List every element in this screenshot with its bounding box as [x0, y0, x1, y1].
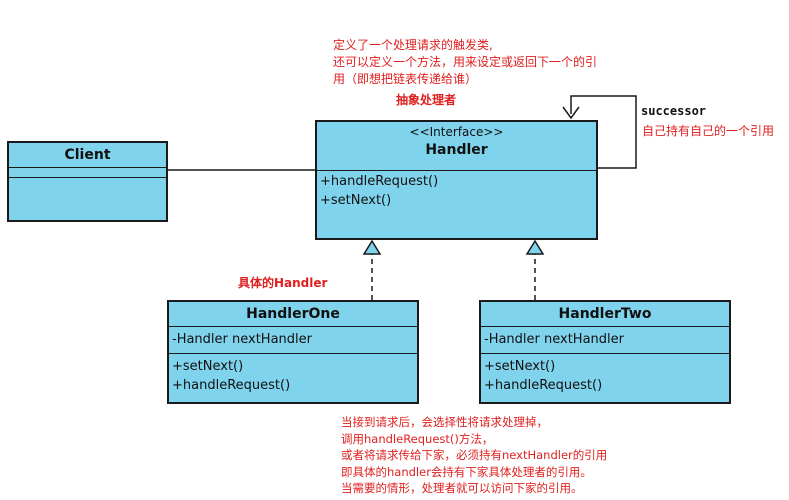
bottom-annotation-line: 当接到请求后，会选择性将请求处理掉，: [341, 415, 548, 429]
handler-one-method-handle-request: +handleRequest(): [172, 378, 291, 393]
handler-methods-section: +handleRequest() +setNext(): [317, 171, 596, 210]
client-name-section: Client: [9, 143, 166, 168]
successor-self-loop: [570, 95, 637, 169]
handler-two-methods-section: +setNext() +handleRequest(): [481, 354, 729, 395]
top-annotation-line: 定义了一个处理请求的触发类,: [333, 38, 493, 52]
top-annotation-line: 还可以定义一个方法，用来设定或返回下一个的引: [333, 55, 598, 69]
handler-two-class-name: HandlerTwo: [558, 306, 652, 322]
handler-name-section: <<Interface>> Handler: [317, 122, 596, 171]
client-methods-section: [9, 178, 166, 218]
handler-two-class[interactable]: HandlerTwo -Handler nextHandler +setNext…: [479, 300, 731, 404]
handler-one-class-name: HandlerOne: [246, 306, 340, 322]
handler-class-name: Handler: [425, 142, 488, 158]
bottom-annotation-line: 调用handleRequest()方法，: [341, 431, 494, 446]
handler-one-name-section: HandlerOne: [169, 302, 417, 327]
concrete-handler-label: 具体的Handler: [238, 276, 328, 290]
successor-arrowhead: [562, 106, 580, 120]
handler-two-method-handle-request: +handleRequest(): [484, 378, 603, 393]
handler-one-attributes-section: -Handler nextHandler: [169, 327, 417, 354]
handler-one-methods-section: +setNext() +handleRequest(): [169, 354, 417, 395]
abstract-handler-label: 抽象处理者: [396, 93, 457, 107]
handler-one-method-set-next: +setNext(): [172, 359, 244, 374]
client-attributes-section: [9, 168, 166, 178]
successor-label: successor: [641, 104, 707, 118]
client-class[interactable]: Client: [7, 141, 168, 222]
handler-stereotype: <<Interface>>: [409, 125, 504, 139]
realization-triangle-two: [525, 239, 545, 255]
top-annotation: 定义了一个处理请求的触发类, 还可以定义一个方法，用来设定或返回下一个的引 用（…: [333, 37, 597, 88]
bottom-annotation-line: 当需要的情形，处理者就可以访问下家的引用。: [341, 481, 583, 495]
handler-one-class[interactable]: HandlerOne -Handler nextHandler +setNext…: [167, 300, 419, 404]
handler-two-method-set-next: +setNext(): [484, 359, 556, 374]
top-annotation-line: 用（即想把链表传递给谁）: [333, 72, 478, 86]
client-class-name: Client: [64, 147, 111, 163]
handler-two-attributes-section: -Handler nextHandler: [481, 327, 729, 354]
realization-triangle-one: [362, 239, 382, 255]
handler-two-name-section: HandlerTwo: [481, 302, 729, 327]
handler-one-attribute: -Handler nextHandler: [172, 332, 312, 347]
bottom-annotation: 当接到请求后，会选择性将请求处理掉， 调用handleRequest()方法， …: [341, 414, 607, 497]
handler-method-handle-request: +handleRequest(): [320, 174, 439, 189]
bottom-annotation-line: 即具体的handler会持有下家具体处理者的引用。: [341, 464, 592, 479]
handler-two-attribute: -Handler nextHandler: [484, 332, 624, 347]
successor-note: 自己持有自己的一个引用: [642, 124, 775, 138]
handler-interface[interactable]: <<Interface>> Handler +handleRequest() +…: [315, 120, 598, 240]
bottom-annotation-line: 或者将请求传给下家，必须持有nextHandler的引用: [341, 448, 608, 462]
handler-method-set-next: +setNext(): [320, 193, 392, 208]
